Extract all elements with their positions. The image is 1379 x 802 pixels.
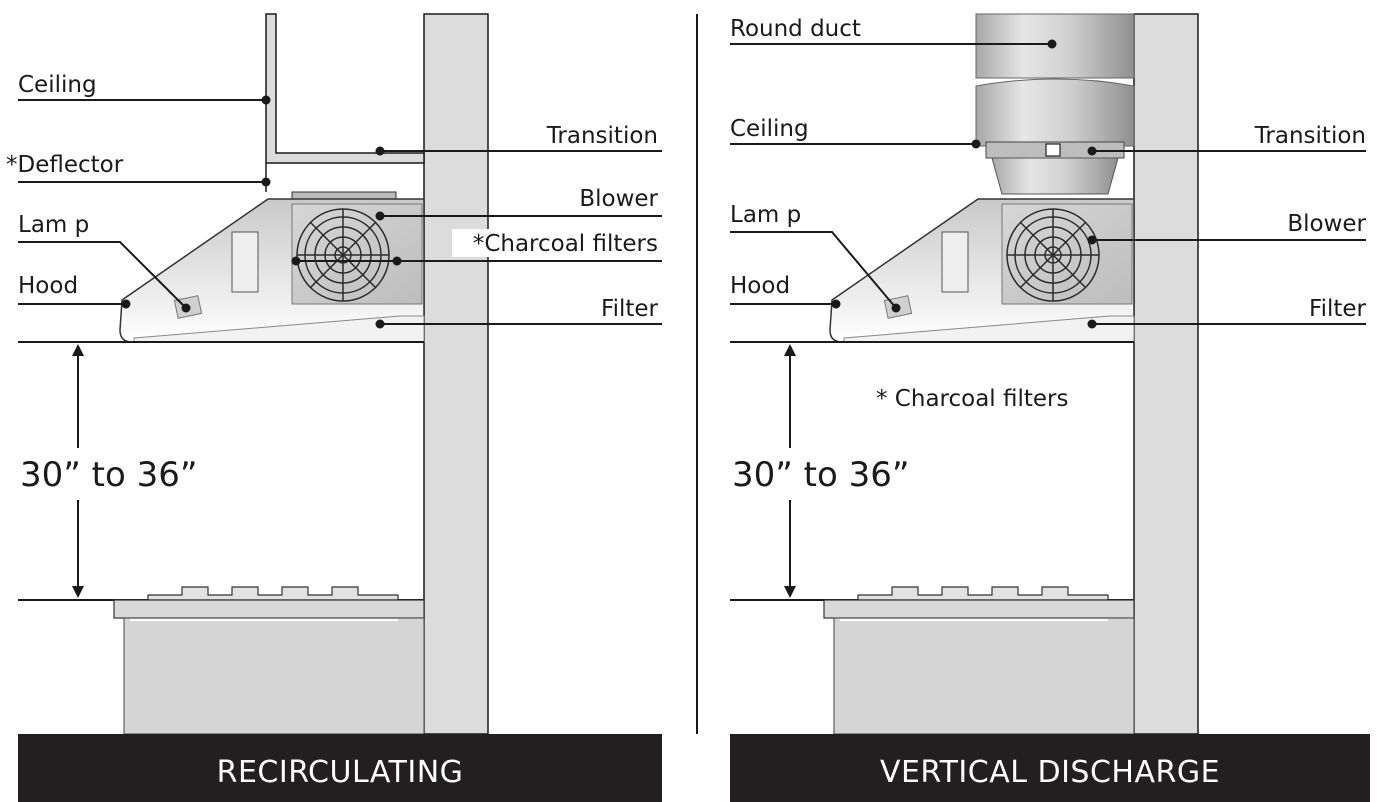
- blower-housing: [1001, 203, 1133, 305]
- hood-label: Hood: [730, 273, 790, 299]
- burner-grates: [147, 586, 399, 601]
- recirculating-banner-text: RECIRCULATING: [217, 755, 464, 790]
- transition-cone: [991, 157, 1119, 195]
- charcoal-filters-note: * Charcoal filters: [876, 386, 1069, 412]
- filter-label: Filter: [1309, 296, 1367, 322]
- blower-label: Blower: [579, 186, 658, 212]
- round-duct-label: Round duct: [730, 16, 861, 42]
- blower-label: Blower: [1287, 211, 1366, 237]
- lamp-label: Lam p: [730, 202, 801, 228]
- charcoal-filter-cartridge: [231, 231, 259, 293]
- recirculating-banner: [18, 734, 662, 802]
- cooktop: [823, 599, 1135, 619]
- hood-label: Hood: [18, 273, 78, 299]
- wall: [423, 13, 489, 735]
- height-label: 30” to 36”: [732, 455, 910, 495]
- burner-grates: [857, 586, 1109, 601]
- cooktop: [113, 599, 425, 619]
- blower-housing: [291, 203, 423, 305]
- deflector-label: *Deflector: [6, 152, 124, 178]
- right-leader-lines: [730, 39, 1366, 329]
- wall: [1133, 13, 1199, 735]
- cabinet: [833, 617, 1135, 735]
- cabinet: [123, 617, 425, 735]
- left-leader-lines: [18, 95, 662, 329]
- damper-icon: [1045, 143, 1061, 157]
- blower-fan: [1006, 208, 1100, 302]
- lamp-label: Lam p: [18, 212, 89, 238]
- vertical-discharge-banner: [730, 734, 1370, 802]
- height-dimension-arrow: [784, 344, 796, 598]
- blower-fan: [296, 208, 390, 302]
- ceiling-bracket: [265, 13, 425, 164]
- charcoal-filter-cartridge: [941, 231, 969, 293]
- right-panel: Round duct Ceiling Lam p Hood Transition…: [726, 13, 1370, 802]
- vertical-discharge-banner-text: VERTICAL DISCHARGE: [880, 755, 1220, 790]
- height-dimension-arrow: [72, 344, 84, 598]
- transition-label: Transition: [546, 123, 658, 149]
- filter-label: Filter: [601, 296, 659, 322]
- ceiling-label: Ceiling: [730, 116, 809, 142]
- ceiling-label: Ceiling: [18, 72, 97, 98]
- height-label: 30” to 36”: [20, 455, 198, 495]
- duct-lower-section: [975, 78, 1135, 147]
- charcoal-filters-label: *Charcoal filters: [473, 231, 658, 257]
- left-panel: Ceiling *Deflector Lam p Hood Transition…: [6, 13, 662, 802]
- transition-label: Transition: [1254, 123, 1366, 149]
